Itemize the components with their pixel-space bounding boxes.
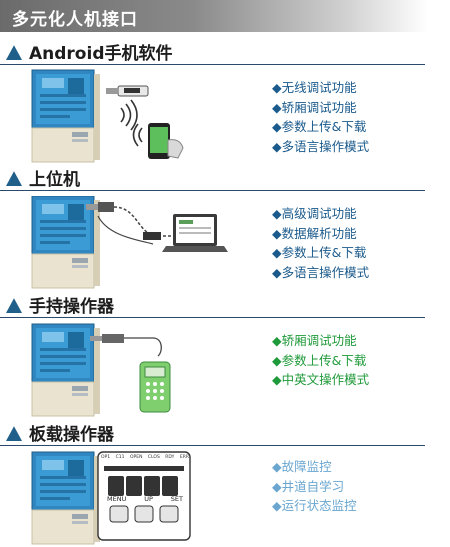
feature-list-android: ◆无线调试功能 ◆轿厢调试功能 ◆参数上传&下载 ◆多语言操作模式	[272, 78, 369, 156]
led-label: CLOS	[147, 455, 160, 460]
menu-key-label: MENU	[107, 495, 127, 503]
set-key-label: SET	[170, 495, 183, 503]
feature-item: ◆故障监控	[272, 459, 332, 474]
section-title: 上位机	[29, 170, 80, 190]
feature-item: ◆数据解析功能	[272, 225, 357, 241]
led-label: ERR	[179, 455, 189, 460]
laptop-icon	[162, 214, 228, 252]
inverter-device-icon	[31, 451, 101, 545]
triangle-bullet-icon	[6, 171, 22, 186]
wifi-signal-icon	[120, 99, 143, 147]
usb-adapter-icon	[90, 334, 162, 357]
feature-item: ◆参数上传&下载	[272, 245, 367, 260]
pc-illustration	[31, 196, 228, 289]
onboard-key-labels: MENU UP SET	[107, 495, 183, 503]
feature-item: ◆运行状态监控	[272, 498, 357, 513]
feature-item: ◆多语言操作模式	[272, 138, 370, 154]
led-label: OP1	[101, 455, 111, 460]
feature-list-onboard: ◆故障监控 ◆井道自学习 ◆运行状态监控	[272, 457, 357, 516]
section-title: Android手机软件	[29, 44, 173, 64]
usb-adapter-icon	[86, 202, 198, 245]
led-label: OPEN	[129, 455, 143, 460]
up-key-label: UP	[144, 495, 153, 503]
android-illustration	[31, 69, 184, 163]
section-header-android: Android手机软件	[0, 38, 425, 65]
triangle-bullet-icon	[6, 298, 22, 313]
feature-item: ◆轿厢调试功能	[272, 99, 357, 115]
section-header-pc: 上位机	[0, 164, 425, 191]
section-header-handheld: 手持操作器	[0, 291, 425, 318]
feature-list-handheld: ◆轿厢调试功能 ◆参数上传&下载 ◆中英文操作模式	[272, 331, 369, 390]
feature-item: ◆无线调试功能	[272, 80, 357, 95]
handheld-operator-icon	[139, 361, 171, 413]
feature-item: ◆井道自学习	[272, 478, 345, 494]
onboard-illustration	[31, 451, 191, 545]
feature-item: ◆参数上传&下载	[272, 119, 367, 134]
feature-item: ◆轿厢调试功能	[272, 333, 357, 348]
section-title: 手持操作器	[29, 297, 114, 317]
led-label: C11	[115, 455, 125, 460]
led-label: RDY	[165, 455, 175, 460]
triangle-bullet-icon	[6, 426, 22, 441]
triangle-bullet-icon	[6, 45, 22, 60]
feature-item: ◆高级调试功能	[272, 206, 357, 221]
handheld-illustration	[31, 323, 171, 417]
smartphone-icon	[148, 123, 184, 159]
inverter-device-icon	[31, 323, 101, 417]
feature-item: ◆中英文操作模式	[272, 372, 370, 387]
section-header-onboard: 板载操作器	[0, 419, 425, 446]
feature-item: ◆多语言操作模式	[272, 264, 370, 280]
section-title: 板载操作器	[29, 425, 114, 445]
feature-item: ◆参数上传&下载	[272, 352, 367, 368]
header-banner: 多元化人机接口	[0, 0, 428, 32]
page-title: 多元化人机接口	[12, 10, 138, 30]
feature-list-pc: ◆高级调试功能 ◆数据解析功能 ◆参数上传&下载 ◆多语言操作模式	[272, 204, 369, 282]
onboard-led-labels: OP1 C11 OPEN CLOS RDY ERR	[101, 455, 189, 460]
onboard-keypad-panel	[97, 451, 191, 541]
usb-adapter-icon	[106, 85, 149, 97]
inverter-device-icon	[31, 69, 101, 163]
